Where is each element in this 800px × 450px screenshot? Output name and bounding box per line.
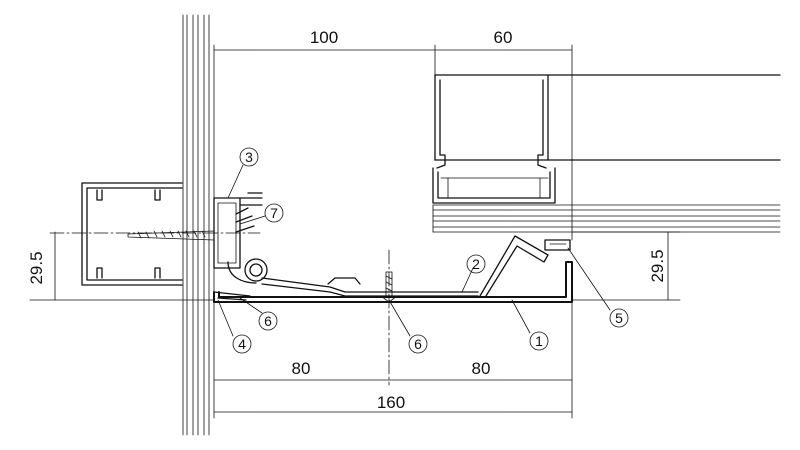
wall-panel <box>182 14 210 436</box>
callout-3: 3 <box>239 147 259 167</box>
dimension-lines <box>29 44 681 419</box>
callout-7: 7 <box>264 203 284 223</box>
flap-plate <box>261 277 479 297</box>
svg-text:4: 4 <box>238 336 246 352</box>
dim-right-vertical: 29.5 <box>648 249 667 282</box>
dim-top-left: 100 <box>310 28 338 47</box>
callout-6-left: 6 <box>258 311 278 331</box>
left-c-profile <box>81 182 183 286</box>
callout-4: 4 <box>232 334 252 354</box>
hinge-assembly <box>213 192 268 301</box>
dim-left-vertical: 29.5 <box>27 251 46 284</box>
dim-bottom-left: 80 <box>292 359 311 378</box>
svg-text:2: 2 <box>472 256 480 272</box>
ceiling-profile <box>432 74 781 204</box>
right-clip <box>544 239 571 251</box>
svg-text:6: 6 <box>264 313 272 329</box>
svg-text:5: 5 <box>615 310 623 326</box>
callout-1: 1 <box>529 331 549 351</box>
dim-bottom-total: 160 <box>377 393 405 412</box>
svg-text:7: 7 <box>270 205 278 221</box>
callout-6-center: 6 <box>408 334 428 354</box>
dim-bottom-right: 80 <box>472 359 491 378</box>
svg-text:3: 3 <box>245 149 253 165</box>
svg-text:6: 6 <box>414 336 422 352</box>
ceiling-boards <box>432 204 781 233</box>
bottom-profile <box>213 235 573 303</box>
callout-2: 2 <box>466 254 486 274</box>
dim-top-right: 60 <box>494 28 513 47</box>
screw <box>127 230 215 241</box>
callout-5: 5 <box>609 308 629 328</box>
svg-text:1: 1 <box>535 333 543 349</box>
